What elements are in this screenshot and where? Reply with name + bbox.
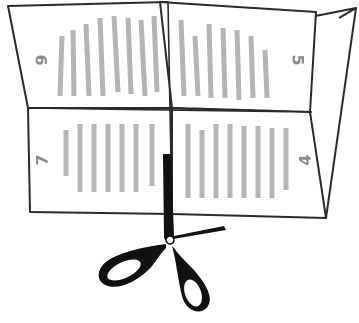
page-number-top-right: 5 (289, 54, 308, 65)
page-number-bottom-right: 4 (296, 154, 315, 165)
page-number-top-left: 6 (32, 54, 51, 65)
page-number-bottom-left: 7 (33, 154, 52, 165)
